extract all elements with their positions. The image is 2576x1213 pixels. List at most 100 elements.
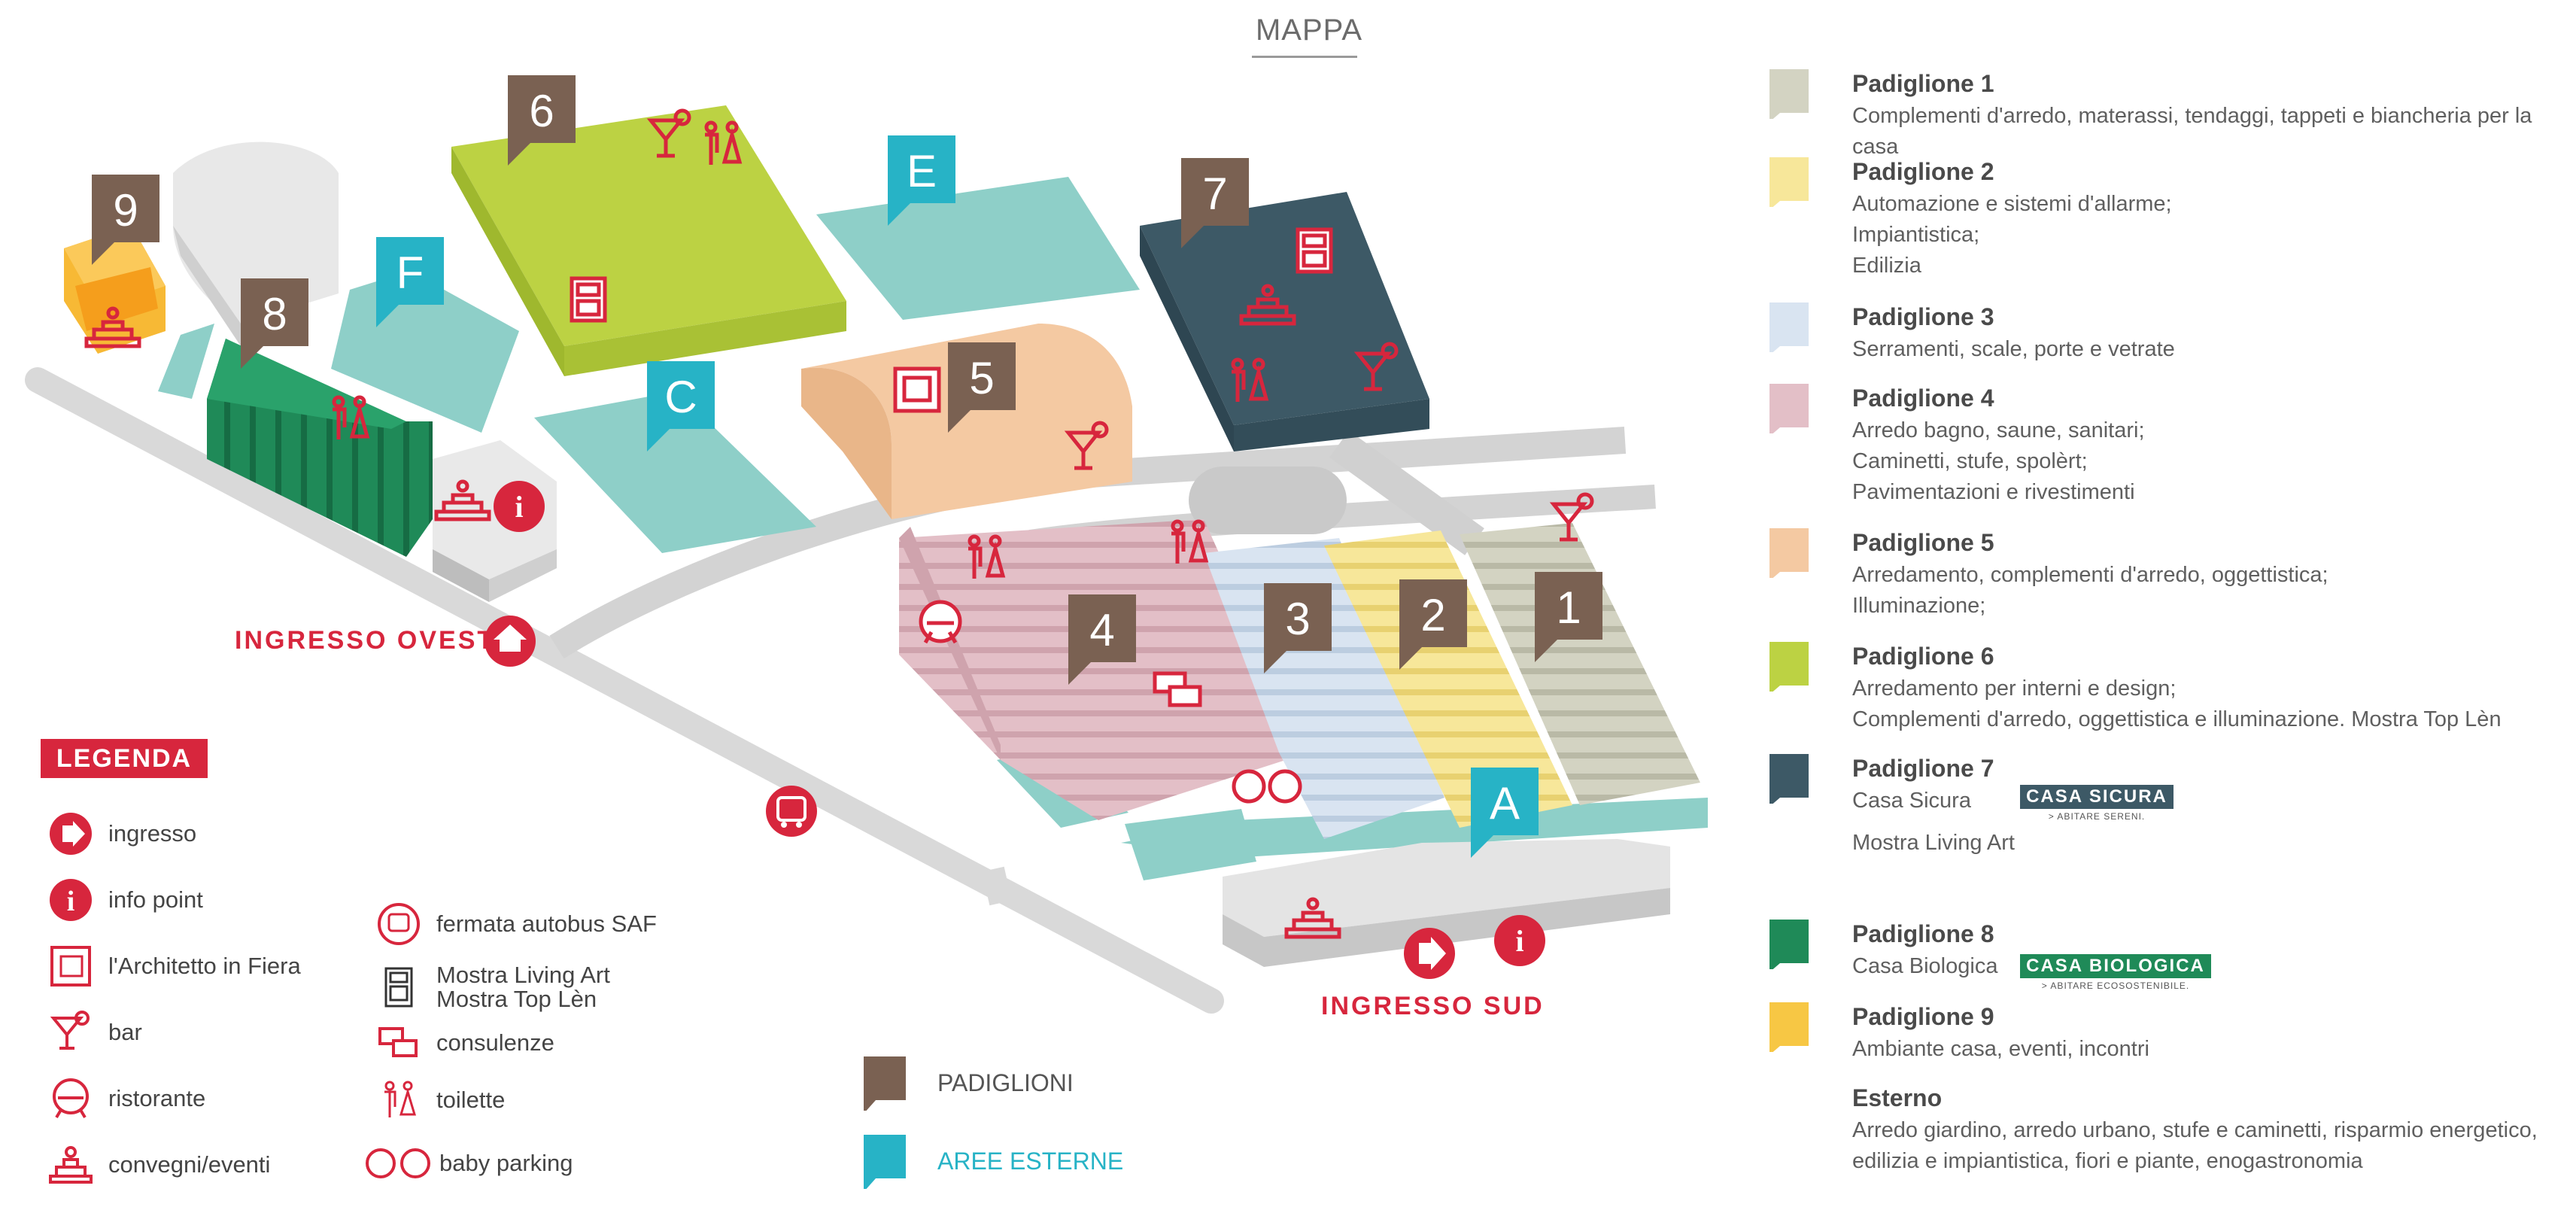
casa-biologica-tagline: > ABITARE ECOSOSTENIBILE. bbox=[2041, 980, 2190, 991]
pavilion-marker-9: 9 bbox=[92, 175, 159, 265]
legend-label: ristorante bbox=[108, 1085, 206, 1111]
restaurant-icon bbox=[48, 1076, 93, 1121]
svg-text:A: A bbox=[1490, 778, 1520, 828]
pavilion-swatch-2 bbox=[1769, 157, 1809, 207]
exhibition-icon bbox=[1296, 227, 1333, 274]
toilet-icon bbox=[1231, 357, 1269, 402]
conference-icon bbox=[434, 479, 491, 521]
architect-icon bbox=[893, 366, 941, 413]
pavilion-marker-3: 3 bbox=[1264, 583, 1332, 673]
area-markers: A C E F bbox=[376, 135, 1539, 858]
pavilion-swatch-8 bbox=[1769, 920, 1809, 969]
key-padiglioni: PADIGLIONI bbox=[862, 1055, 1074, 1111]
page-title: MAPPA bbox=[1255, 14, 1363, 47]
legend-label: Mostra Living Art bbox=[436, 962, 610, 988]
bar-icon bbox=[1549, 492, 1594, 542]
fair-map: 1 2 3 4 5 6 7 8 9 A C E F bbox=[25, 75, 1708, 1014]
pavilion-4 bbox=[899, 519, 1309, 820]
entrance-icon bbox=[485, 616, 536, 667]
key-aree-esterne: AREE ESTERNE bbox=[862, 1133, 1123, 1189]
conference-icon bbox=[1239, 284, 1296, 326]
pavilion-marker-4: 4 bbox=[1068, 594, 1136, 685]
arena-building bbox=[173, 141, 339, 346]
legend-title: LEGENDA bbox=[41, 739, 208, 778]
svg-text:2: 2 bbox=[1420, 590, 1445, 640]
pavilion-swatch-9 bbox=[1769, 1002, 1809, 1052]
legend-item-ingresso: ingresso bbox=[48, 811, 196, 856]
consulting-icon bbox=[376, 1020, 421, 1066]
svg-text:C: C bbox=[664, 372, 697, 422]
svg-text:3: 3 bbox=[1285, 594, 1310, 644]
area-marker-C: C bbox=[647, 361, 715, 451]
legend-item-toilette: toilette bbox=[376, 1078, 505, 1123]
casa-biologica-badge: CASA BIOLOGICA bbox=[2020, 954, 2211, 978]
pavilion-markers: 1 2 3 4 5 6 7 8 9 bbox=[92, 75, 1602, 685]
svg-text:7: 7 bbox=[1202, 169, 1227, 219]
toilet-icon bbox=[704, 120, 743, 165]
conference-icon bbox=[84, 306, 141, 348]
info-icon: i bbox=[494, 481, 545, 532]
svg-text:6: 6 bbox=[529, 86, 554, 136]
marker-label: 1 bbox=[1556, 582, 1581, 633]
pavilion-marker-2: 2 bbox=[1399, 579, 1467, 670]
pavilion-swatch-3 bbox=[1769, 302, 1809, 352]
pavilion-1 bbox=[1460, 523, 1700, 805]
pavilion-6 bbox=[451, 105, 846, 376]
pavilion-swatch-7 bbox=[1769, 754, 1809, 804]
area-marker-icon bbox=[864, 1135, 906, 1189]
legend-label: convegni/eventi bbox=[108, 1151, 271, 1178]
conference-icon bbox=[48, 1142, 93, 1187]
title-underline bbox=[1252, 56, 1357, 58]
svg-text:9: 9 bbox=[113, 185, 138, 236]
key-aree-label: AREE ESTERNE bbox=[937, 1147, 1124, 1175]
area-marker-A: A bbox=[1471, 768, 1539, 858]
pavilion-swatch-5 bbox=[1769, 528, 1809, 578]
baby-parking-icon bbox=[363, 1141, 435, 1186]
south-entrance-building bbox=[1223, 839, 1670, 967]
legend-item-bar: bar bbox=[48, 1010, 142, 1055]
svg-text:F: F bbox=[396, 248, 424, 298]
consulting-icon bbox=[1153, 671, 1202, 707]
bar-icon bbox=[1353, 342, 1399, 391]
exhibition-icon bbox=[376, 965, 421, 1010]
bus-stop-icon bbox=[766, 786, 817, 837]
legend-item-fermata-autobus: fermata autobus SAF bbox=[376, 901, 657, 947]
svg-text:4: 4 bbox=[1089, 605, 1114, 655]
toilet-icon bbox=[376, 1078, 421, 1123]
map-service-icons bbox=[84, 108, 1594, 939]
pavilion-marker-7: 7 bbox=[1181, 158, 1249, 248]
bar-icon bbox=[646, 108, 691, 158]
info-icon: i bbox=[48, 877, 93, 923]
legend-item-convegni: convegni/eventi bbox=[48, 1142, 270, 1187]
legend-label: consulenze bbox=[436, 1029, 554, 1056]
entrance-icon bbox=[1404, 928, 1455, 979]
legend-label: baby parking bbox=[439, 1150, 573, 1176]
pavilion-2 bbox=[1324, 530, 1572, 828]
ingresso-ovest-label: INGRESSO OVEST bbox=[235, 626, 496, 655]
legend-label: l'Architetto in Fiera bbox=[108, 953, 301, 979]
legend-item-baby-parking: baby parking bbox=[363, 1141, 573, 1186]
baby-parking-icon bbox=[1232, 769, 1302, 804]
pavilion-marker-5: 5 bbox=[948, 342, 1016, 433]
area-marker-F: F bbox=[376, 237, 444, 327]
pavilion-marker-6: 6 bbox=[508, 75, 576, 166]
pavilion-marker-icon bbox=[864, 1056, 906, 1111]
pavilion-swatch-6 bbox=[1769, 642, 1809, 692]
pavilion-marker-1: 1 bbox=[1535, 572, 1602, 662]
legend-label: ingresso bbox=[108, 820, 197, 847]
legend-item-info-point: i info point bbox=[48, 877, 203, 923]
svg-text:5: 5 bbox=[969, 353, 994, 403]
svg-text:i: i bbox=[1515, 924, 1523, 958]
legend-item-consulenze: consulenze bbox=[376, 1020, 554, 1066]
info-icon: i bbox=[1494, 915, 1545, 966]
